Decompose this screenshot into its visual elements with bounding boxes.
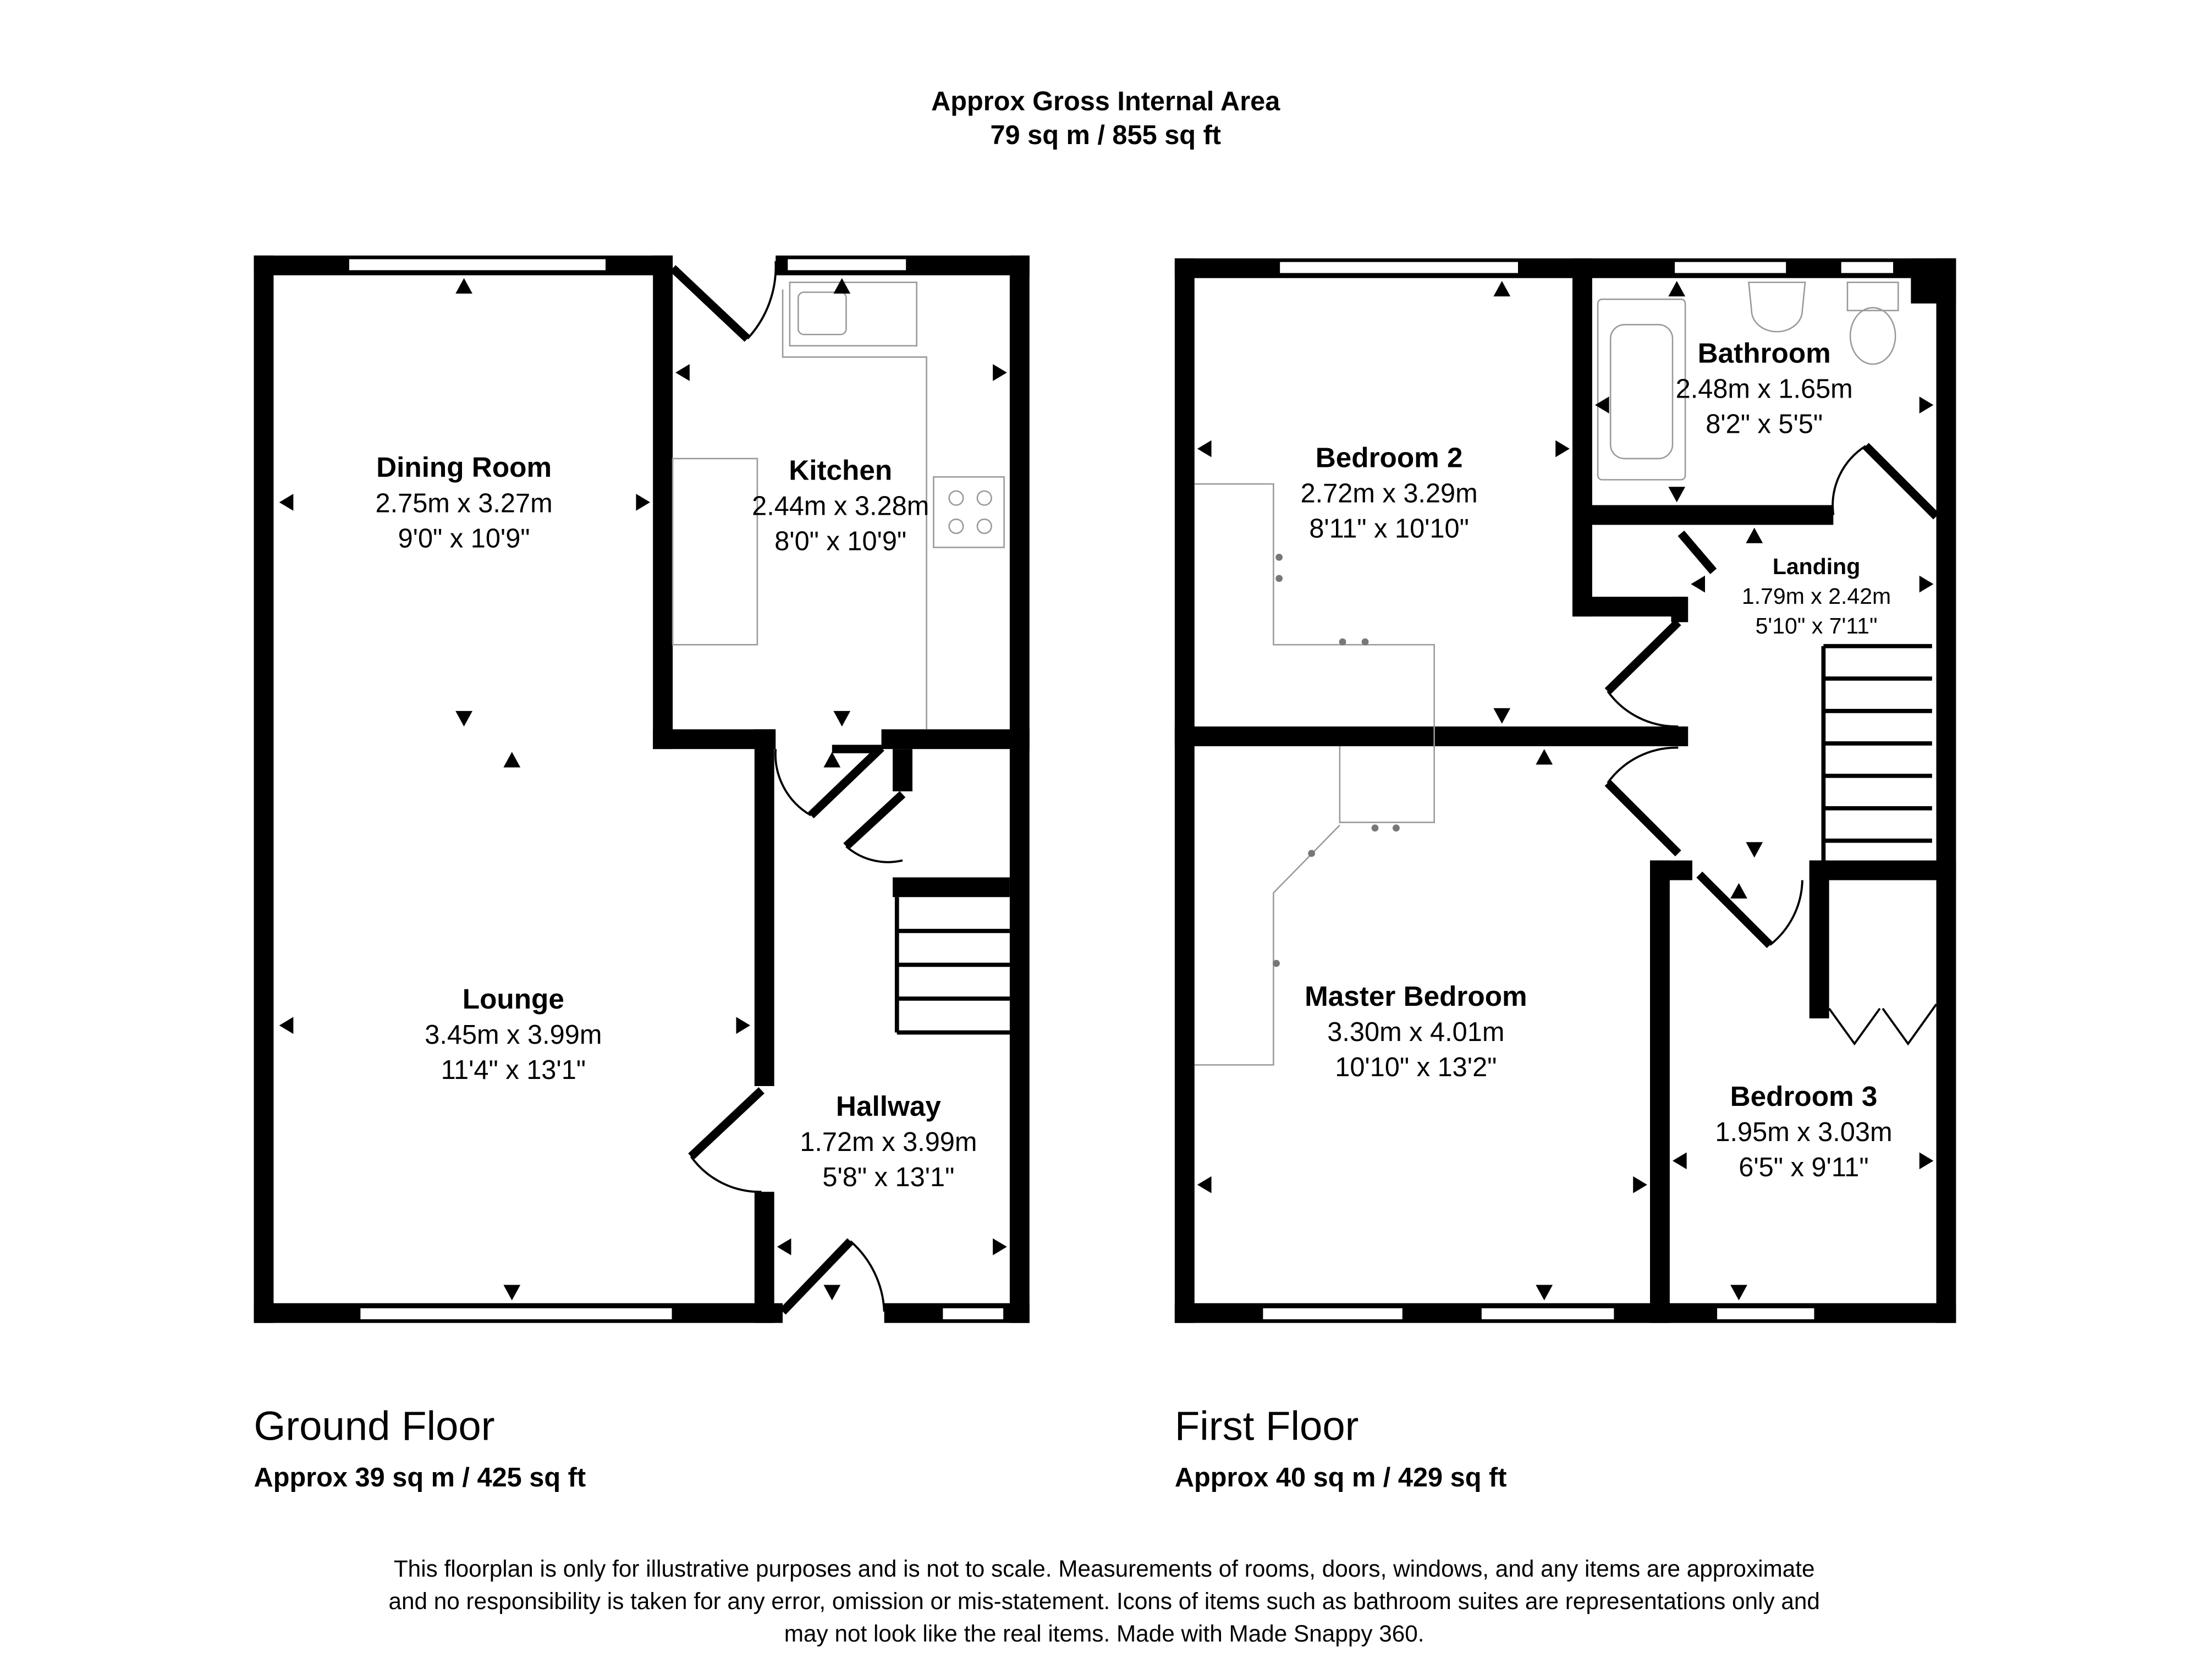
bath-icon bbox=[1597, 298, 1686, 481]
room-lounge: Lounge 3.45m x 3.99m 11'4" x 13'1" bbox=[425, 983, 602, 1085]
room-name: Bathroom bbox=[1698, 338, 1831, 369]
room-hallway: Hallway 1.72m x 3.99m 5'8" x 13'1" bbox=[800, 1090, 977, 1192]
room-bedroom-3: Bedroom 3 1.95m x 3.03m 6'5" x 9'11" bbox=[1715, 1081, 1892, 1182]
room-bathroom: Bathroom 2.48m x 1.65m 8'2" x 5'5" bbox=[1676, 338, 1853, 439]
basin-icon bbox=[1748, 282, 1806, 333]
room-bedroom-2: Bedroom 2 2.72m x 3.29m 8'11" x 10'10" bbox=[1301, 442, 1478, 543]
window bbox=[941, 1306, 1005, 1321]
toilet-icon bbox=[1846, 282, 1899, 311]
wardrobe-doors bbox=[1828, 1004, 1938, 1046]
room-name: Dining Room bbox=[376, 451, 552, 483]
room-name: Bedroom 2 bbox=[1316, 442, 1463, 473]
window bbox=[1261, 1306, 1404, 1321]
room-dimensions-imperial: 10'10" x 13'2" bbox=[1335, 1053, 1497, 1082]
room-dimensions-imperial: 8'0" x 10'9" bbox=[774, 527, 906, 557]
disclaimer-line: This floorplan is only for illustrative … bbox=[394, 1556, 1815, 1582]
hob-icon bbox=[933, 476, 1005, 548]
window bbox=[359, 1306, 674, 1321]
header-area: 79 sq m / 855 sq ft bbox=[990, 120, 1221, 150]
room-dimensions-metric: 2.44m x 3.28m bbox=[752, 491, 929, 521]
room-dimensions-imperial: 8'2" x 5'5" bbox=[1706, 410, 1823, 439]
room-dimensions-metric: 3.30m x 4.01m bbox=[1327, 1017, 1504, 1047]
door bbox=[1696, 871, 1773, 948]
window bbox=[1715, 1306, 1816, 1321]
dimension-arrows bbox=[1197, 280, 1934, 1301]
window bbox=[1278, 260, 1520, 275]
room-dimensions-imperial: 11'4" x 13'1" bbox=[441, 1055, 586, 1085]
window bbox=[1673, 260, 1788, 275]
room-landing: Landing 1.79m x 2.42m 5'10" x 7'11" bbox=[1742, 554, 1891, 638]
window bbox=[786, 257, 908, 272]
front-door bbox=[779, 1238, 854, 1315]
disclaimer-line: and no responsibility is taken for any e… bbox=[388, 1588, 1820, 1614]
room-dining-room: Dining Room 2.75m x 3.27m 9'0" x 10'9" bbox=[376, 451, 553, 553]
window bbox=[1839, 260, 1895, 275]
room-dimensions-metric: 2.75m x 3.27m bbox=[376, 488, 553, 518]
room-dimensions-imperial: 5'8" x 13'1" bbox=[822, 1163, 954, 1192]
door bbox=[1604, 619, 1681, 695]
door bbox=[843, 791, 906, 850]
room-kitchen: Kitchen 2.44m x 3.28m 8'0" x 10'9" bbox=[752, 454, 929, 556]
room-dimensions-imperial: 6'5" x 9'11" bbox=[1739, 1153, 1868, 1182]
room-name: Bedroom 3 bbox=[1730, 1081, 1878, 1112]
stairs bbox=[1821, 644, 1932, 861]
door bbox=[808, 745, 884, 819]
room-master-bedroom: Master Bedroom 3.30m x 4.01m 10'10" x 13… bbox=[1305, 981, 1527, 1082]
room-name: Master Bedroom bbox=[1305, 981, 1527, 1012]
room-dimensions-metric: 1.95m x 3.03m bbox=[1715, 1117, 1892, 1147]
ground-floor-area: Approx 39 sq m / 425 sq ft bbox=[254, 1463, 586, 1492]
room-dimensions-metric: 1.79m x 2.42m bbox=[1742, 583, 1891, 609]
header-title: Approx Gross Internal Area bbox=[931, 87, 1280, 117]
room-name: Kitchen bbox=[789, 454, 892, 486]
room-dimensions-metric: 2.72m x 3.29m bbox=[1301, 478, 1478, 508]
room-dimensions-imperial: 8'11" x 10'10" bbox=[1309, 514, 1469, 543]
sink-icon bbox=[789, 282, 917, 347]
first-floor-area: Approx 40 sq m / 429 sq ft bbox=[1175, 1463, 1507, 1492]
stairs bbox=[894, 897, 1010, 1035]
door bbox=[688, 1087, 765, 1160]
first-floor-label: First Floor bbox=[1175, 1403, 1359, 1449]
door bbox=[1604, 780, 1681, 857]
room-dimensions-metric: 2.48m x 1.65m bbox=[1676, 374, 1853, 404]
door bbox=[669, 265, 751, 342]
dimension-arrows bbox=[279, 278, 1007, 1301]
room-name: Hallway bbox=[836, 1090, 941, 1122]
room-name: Landing bbox=[1773, 554, 1860, 579]
first-floor-plan: Bedroom 2 2.72m x 3.29m 8'11" x 10'10" B… bbox=[1174, 258, 1956, 1323]
disclaimer-line: may not look like the real items. Made w… bbox=[784, 1621, 1425, 1646]
room-dimensions-imperial: 5'10" x 7'11" bbox=[1756, 613, 1878, 638]
ground-floor-label: Ground Floor bbox=[254, 1403, 495, 1449]
window bbox=[347, 257, 608, 272]
room-dimensions-metric: 3.45m x 3.99m bbox=[425, 1020, 602, 1050]
door bbox=[1678, 530, 1717, 575]
room-dimensions-metric: 1.72m x 3.99m bbox=[800, 1127, 977, 1157]
room-name: Lounge bbox=[463, 983, 564, 1015]
window bbox=[1480, 1306, 1616, 1321]
door bbox=[1862, 443, 1939, 520]
disclaimer: This floorplan is only for illustrative … bbox=[388, 1556, 1820, 1646]
ground-floor-plan: Dining Room 2.75m x 3.27m 9'0" x 10'9" K… bbox=[254, 255, 1030, 1323]
room-dimensions-imperial: 9'0" x 10'9" bbox=[398, 524, 530, 553]
